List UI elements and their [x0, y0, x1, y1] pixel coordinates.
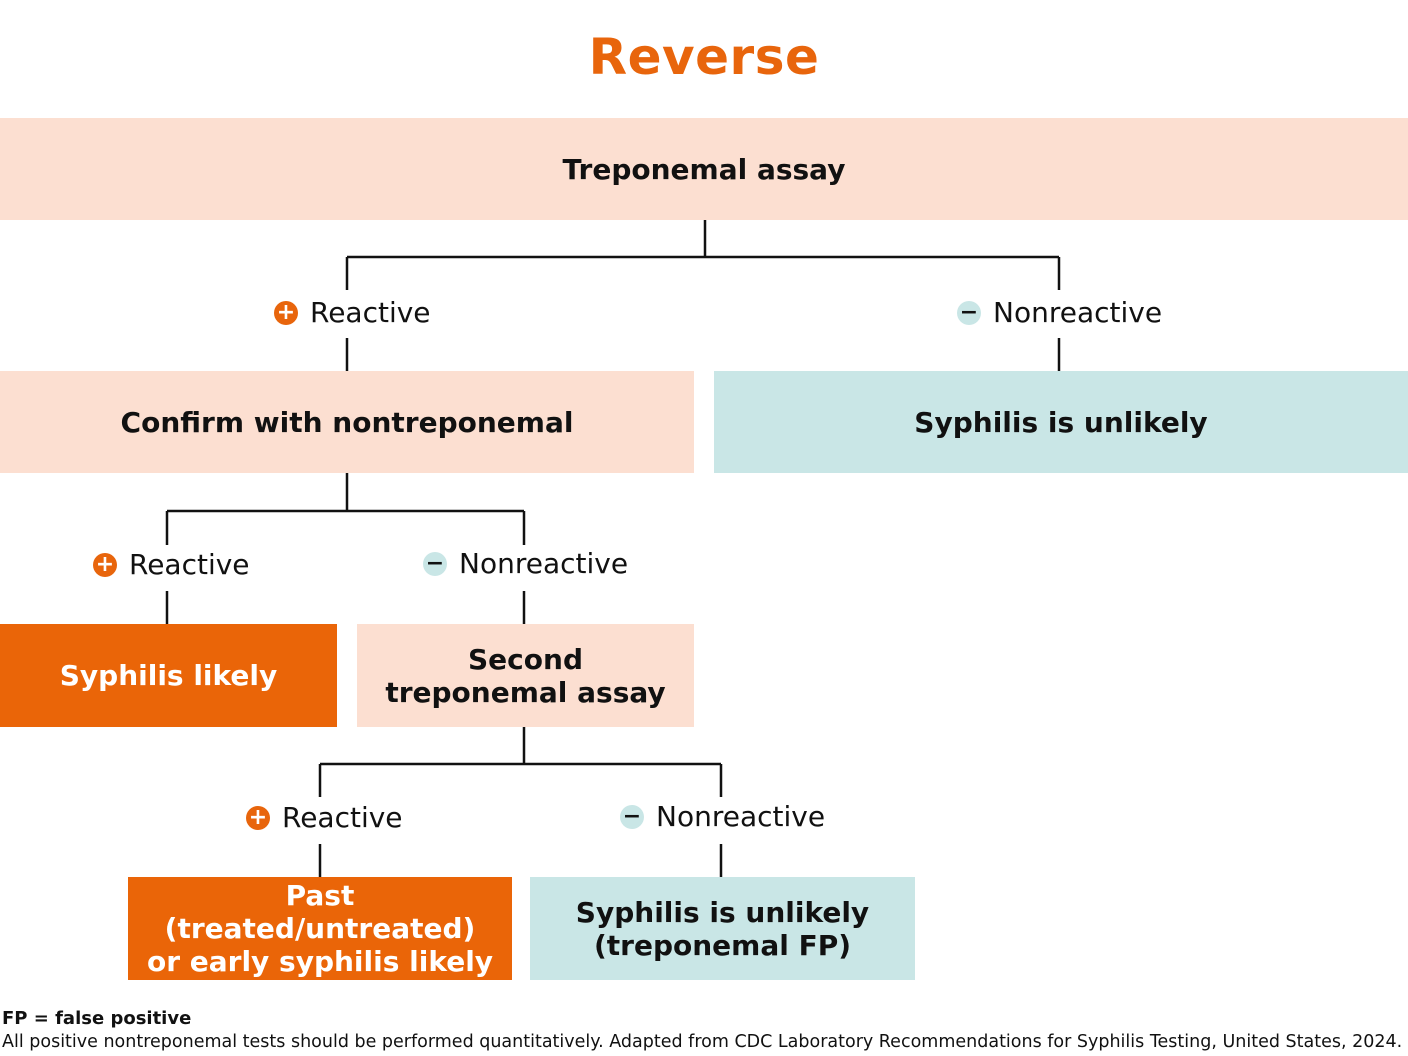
- plus-icon: +: [274, 300, 298, 325]
- footnote-abbreviation: FP = false positive: [2, 1008, 192, 1029]
- past-syphilis-text-line2: or early syphilis likely: [146, 945, 494, 978]
- nonreactive-text: Nonreactive: [459, 547, 629, 580]
- nonreactive-label-2: − Nonreactive: [423, 547, 628, 580]
- syphilis-likely-text: Syphilis likely: [59, 659, 278, 692]
- minus-icon: −: [620, 804, 644, 829]
- nonreactive-text: Nonreactive: [656, 800, 826, 833]
- nonreactive-label-1: − Nonreactive: [957, 296, 1162, 329]
- treponemal-assay-text: Treponemal assay: [562, 152, 846, 186]
- syphilis-unlikely-text: Syphilis is unlikely: [914, 405, 1208, 439]
- connector-confirm: [165, 473, 526, 545]
- reactive-text: Reactive: [129, 548, 250, 581]
- second-treponemal-assay-box: Second treponemal assay: [357, 624, 694, 727]
- plus-icon: +: [246, 805, 270, 830]
- minus-icon: −: [423, 551, 447, 576]
- reactive-label-1: + Reactive: [274, 296, 431, 329]
- second-assay-text-line2: treponemal assay: [385, 675, 666, 709]
- connector-second-assay: [318, 727, 723, 797]
- confirm-nontreponemal-box: Confirm with nontreponemal: [0, 371, 694, 473]
- syphilis-unlikely-fp-box: Syphilis is unlikely (treponemal FP): [530, 877, 915, 980]
- confirm-nontreponemal-text: Confirm with nontreponemal: [120, 405, 574, 439]
- connector-treponemal-assay: [345, 220, 1061, 290]
- past-syphilis-text-line1: Past (treated/untreated): [164, 879, 476, 945]
- nonreactive-text: Nonreactive: [993, 296, 1163, 329]
- past-or-early-syphilis-box: Past (treated/untreated) or early syphil…: [128, 877, 512, 980]
- plus-icon: +: [93, 552, 117, 577]
- reactive-label-3: + Reactive: [246, 801, 403, 834]
- treponemal-assay-box: Treponemal assay: [0, 118, 1408, 220]
- syphilis-likely-box: Syphilis likely: [0, 624, 337, 727]
- nonreactive-label-3: − Nonreactive: [620, 800, 825, 833]
- syphilis-unlikely-box: Syphilis is unlikely: [714, 371, 1408, 473]
- reactive-text: Reactive: [310, 296, 431, 329]
- second-assay-text-line1: Second: [468, 642, 583, 676]
- minus-icon: −: [957, 300, 981, 325]
- reactive-label-2: + Reactive: [93, 548, 250, 581]
- reactive-text: Reactive: [282, 801, 403, 834]
- footnote-source: All positive nontreponemal tests should …: [2, 1032, 1403, 1052]
- unlikely-fp-text-line1: Syphilis is unlikely: [575, 895, 870, 929]
- page-title: Reverse: [588, 28, 820, 86]
- unlikely-fp-text-line2: (treponemal FP): [593, 928, 852, 962]
